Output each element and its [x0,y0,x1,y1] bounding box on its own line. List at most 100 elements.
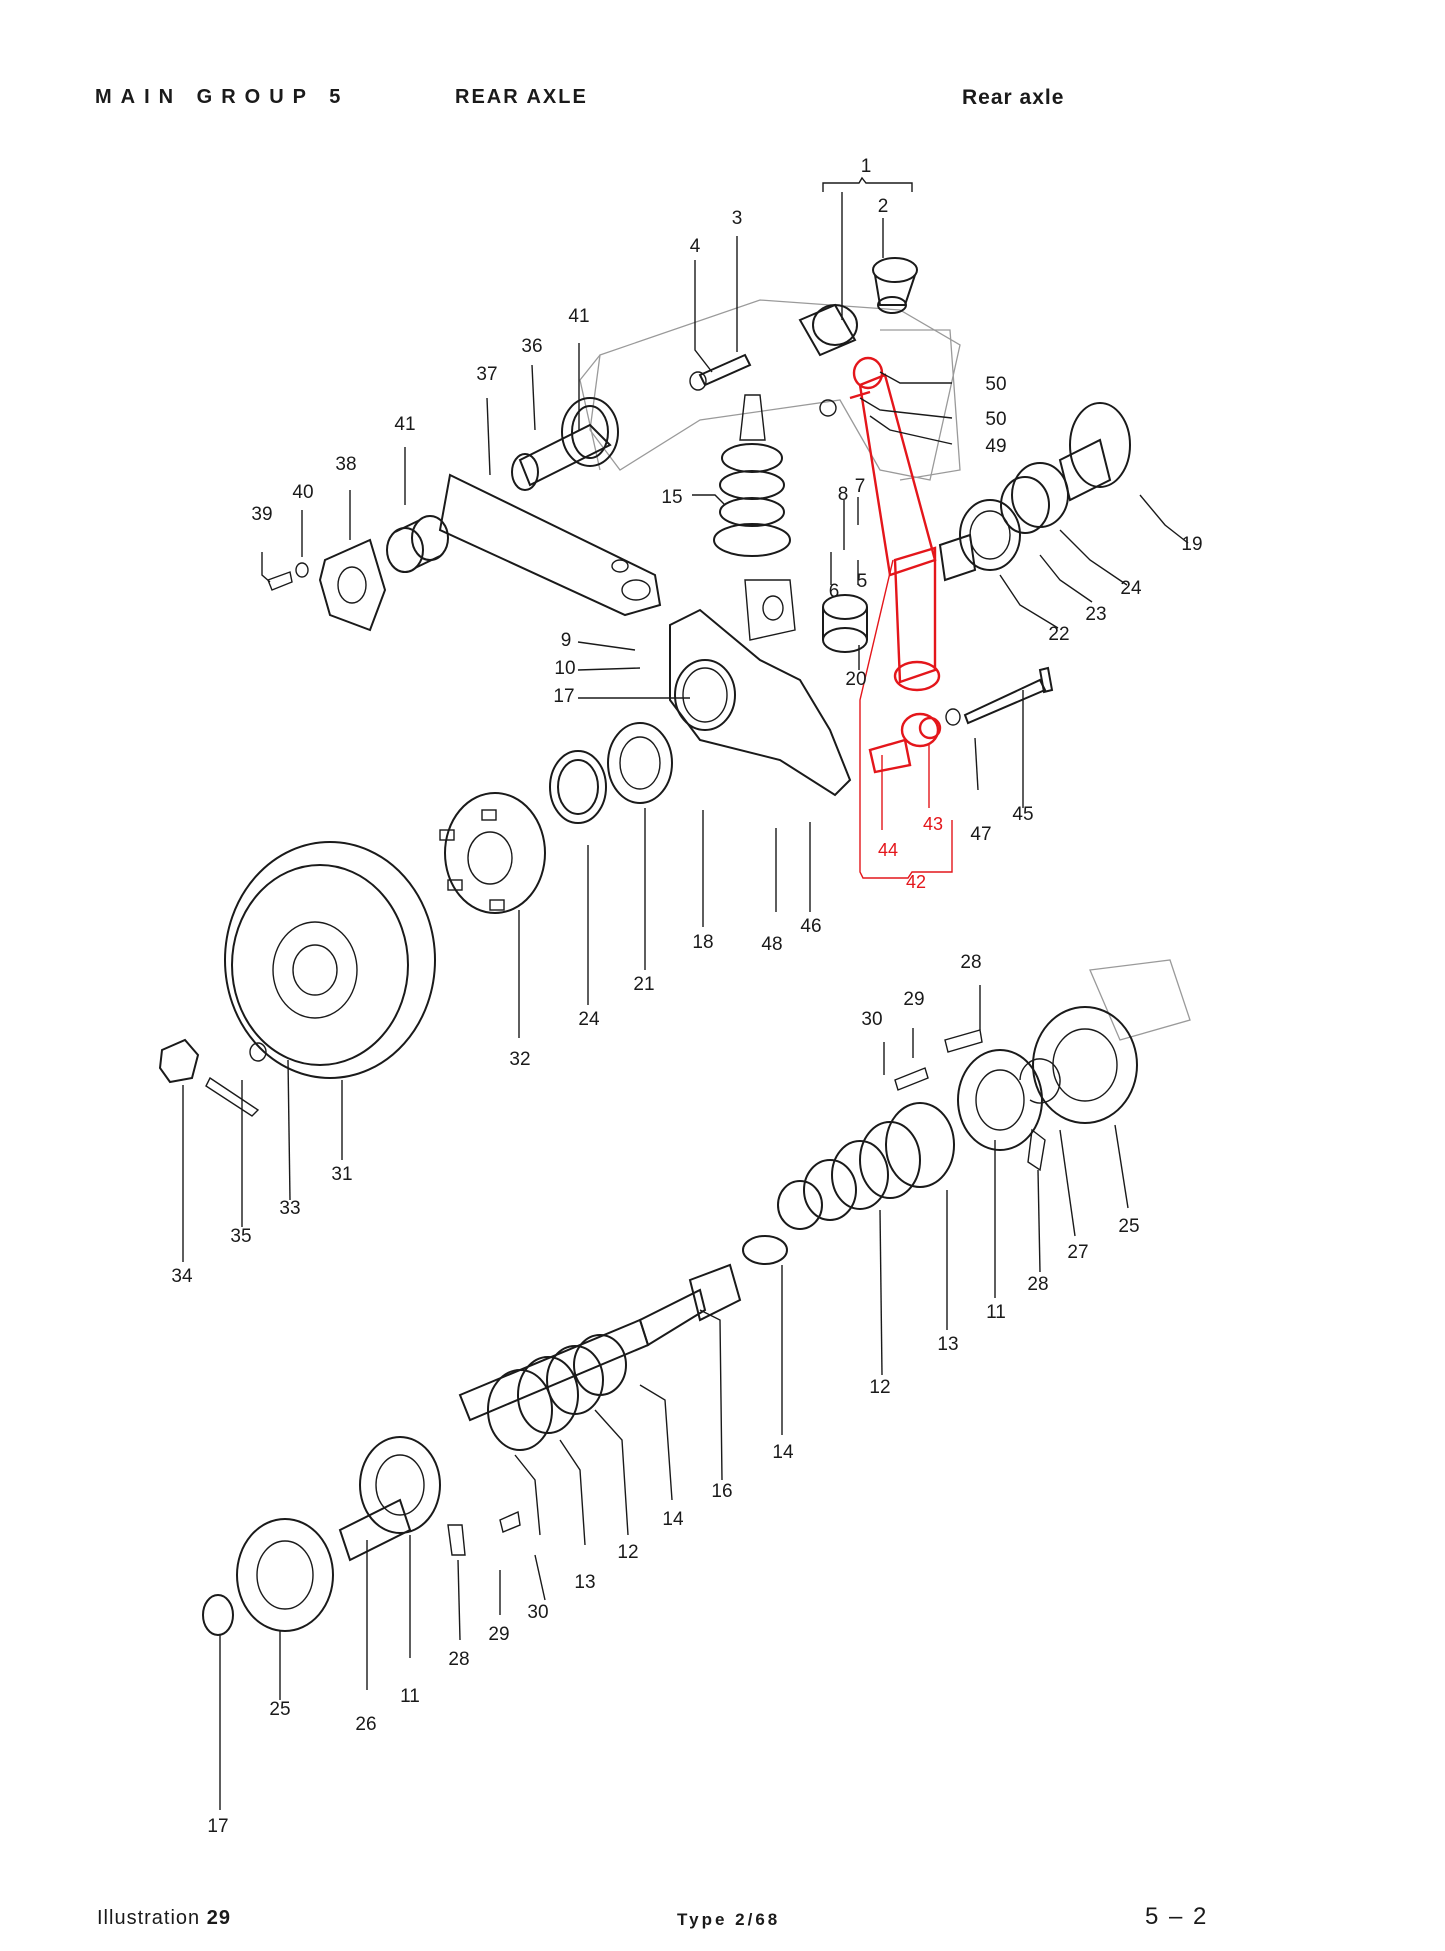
drum-screw [249,1042,267,1062]
castle-nut [158,1038,200,1084]
rubber-buffer [713,394,791,557]
illustration-number: 29 [206,1907,231,1929]
pivot-bushing [872,257,918,314]
part-number-label: 2 [878,196,889,217]
part-number-label: 16 [711,1481,732,1502]
leader-lines-highlight [859,559,953,879]
flange-shaft [938,402,1131,582]
part-number-label: 29 [488,1624,509,1645]
part-number-label: 22 [1048,624,1069,645]
bushing-upper [561,397,619,467]
part-number-label: 13 [937,1334,958,1355]
part-number-label: 32 [509,1049,530,1070]
part-number-label: 6 [829,581,840,602]
part-number-label: 21 [633,974,654,995]
part-number-label: 48 [761,934,782,955]
boot-upper [777,1102,955,1230]
part-number-label: 50 [985,409,1006,430]
part-number-label: 9 [561,630,572,651]
part-number-label: 23 [1085,604,1106,625]
part-number-label: 10 [554,658,575,679]
part-number-label: 30 [527,1602,548,1623]
part-number-label: 47 [970,824,991,845]
shock-bushing-set [868,712,942,774]
part-number-label: 15 [661,487,682,508]
page-number: 5 – 2 [1145,1903,1209,1930]
inner-cv-joint [202,1436,441,1636]
section-heading: REAR AXLE [455,86,588,108]
part-number-label: 43 [923,814,943,834]
part-number-label: 33 [279,1198,300,1219]
part-number-label: 3 [732,208,743,229]
part-number-label: 26 [355,1714,376,1735]
shock-absorber [849,356,941,692]
trailing-arm [438,473,662,617]
leader-lines [182,176,1189,1810]
ball-bearing [607,722,673,804]
part-number-label: 11 [986,1302,1006,1323]
part-number-label: 27 [1067,1242,1088,1263]
part-number-label: 5 [857,571,868,592]
part-number-label: 25 [269,1699,290,1720]
part-number-label: 28 [1027,1274,1048,1295]
part-number-label: 13 [574,1572,595,1593]
cotter-pin [205,1076,260,1117]
part-number-label: 17 [207,1816,228,1837]
clamp-upper [742,1235,788,1265]
part-number-label: 14 [662,1509,684,1530]
bushing-lower [386,515,449,573]
part-number-label: 20 [845,669,866,690]
part-number-label: 34 [171,1266,193,1287]
part-number-label: 1 [861,156,872,177]
part-number-label: 41 [568,306,589,327]
part-number-label: 12 [869,1377,890,1398]
part-number-label: 29 [903,989,924,1010]
part-number-label: 18 [692,932,713,953]
part-number-label: 11 [400,1686,420,1707]
part-number-label: 4 [690,236,701,257]
part-number-label: 44 [878,840,898,860]
part-number-label: 12 [617,1542,638,1563]
bearing-housing [669,579,852,797]
part-number-label: 36 [521,336,542,357]
part-number-label: 42 [906,872,926,892]
part-number-label: 40 [292,482,313,503]
pivot-bolt [689,353,752,391]
boot-lower [487,1334,627,1451]
part-number-label: 39 [251,504,272,525]
pivot-mount [798,303,858,357]
part-number-label: 19 [1181,534,1202,555]
vehicle-type: Type 2/68 [677,1910,781,1929]
part-number-label: 35 [230,1226,251,1247]
illustration-caption: Illustration 29 [97,1907,231,1930]
part-number-label: 7 [855,476,866,497]
oil-seal [549,750,607,824]
part-number-label: 25 [1118,1216,1139,1237]
wheel-hub [439,792,546,914]
cover-plate-hole [337,566,367,604]
bushing-20 [822,594,868,653]
illustration-prefix: Illustration [97,1907,201,1929]
part-number-label: 41 [394,414,415,435]
screw [267,571,293,591]
part-number-label: 49 [985,436,1006,457]
part-number-label: 14 [772,1442,794,1463]
part-number-label: 8 [838,484,849,505]
part-number-label: 30 [861,1009,882,1030]
torsion-bar [511,405,612,491]
cover-plate [318,538,387,632]
part-number-label: 24 [1120,578,1142,599]
brake-drum [224,841,436,1079]
nut [819,399,837,417]
part-number-label: 28 [960,952,981,973]
part-number-label: 24 [578,1009,600,1030]
part-number-label: 38 [335,454,356,475]
part-number-label: 31 [331,1164,352,1185]
part-number-label: 46 [800,916,821,937]
part-number-label: 50 [985,374,1006,395]
washer [295,562,309,578]
main-group-heading: MAIN GROUP 5 [95,86,350,108]
outer-cv-joint [957,1006,1138,1151]
